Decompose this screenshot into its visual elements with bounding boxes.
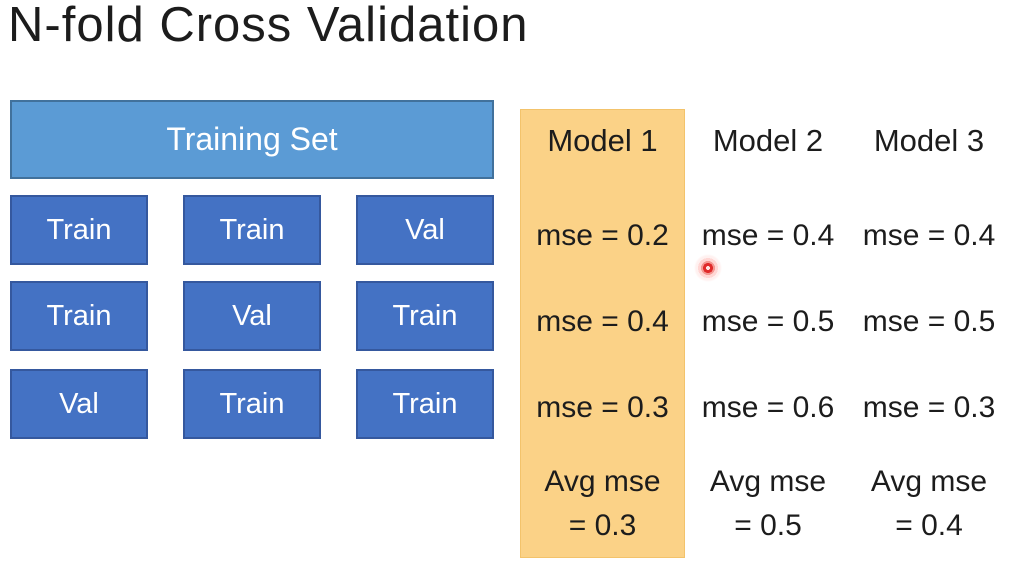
model-1-mse-fold2: mse = 0.4 [536, 305, 669, 338]
fold-cell-r3c3: Train [356, 369, 494, 439]
model-2-avg-label: Avg mse [709, 465, 827, 498]
model-3-mse-fold2: mse = 0.5 [862, 305, 996, 338]
model-2-mse-fold1: mse = 0.4 [701, 219, 835, 252]
model-2-avg-value: = 0.5 [734, 509, 802, 542]
model-1-mse-fold1: mse = 0.2 [536, 219, 669, 252]
fold-cell-r1c1: Train [10, 195, 148, 265]
training-set-label: Training Set [166, 121, 338, 157]
model-1-mse-fold3: mse = 0.3 [536, 391, 669, 424]
model-3-mse-fold1: mse = 0.4 [862, 219, 996, 252]
model-3-avg-label: Avg mse [870, 465, 988, 498]
model-2-mse-fold3: mse = 0.6 [701, 391, 835, 424]
model-3-mse-fold3: mse = 0.3 [862, 391, 996, 424]
model-3-avg-value: = 0.4 [895, 509, 963, 542]
fold-cell-r3c2: Train [183, 369, 321, 439]
model-1-header: Model 1 [547, 123, 658, 158]
fold-cell-r3c1: Val [10, 369, 148, 439]
fold-cell-r2c3: Train [356, 281, 494, 351]
slide-title: N-fold Cross Validation [8, 0, 529, 52]
model-2-column: Model 2 mse = 0.4 mse = 0.5 mse = 0.6 Av… [688, 0, 848, 578]
model-1-highlight-box [520, 109, 685, 558]
laser-pointer-dot [694, 254, 722, 282]
model-1-avg-value: = 0.3 [568, 509, 637, 542]
model-1-avg-label: Avg mse [544, 465, 661, 498]
fold-cell-r2c2: Val [183, 281, 321, 351]
model-3-column: Model 3 mse = 0.4 mse = 0.5 mse = 0.3 Av… [848, 0, 1010, 578]
fold-cell-r1c2: Train [183, 195, 321, 265]
model-1-column: Model 1 mse = 0.2 mse = 0.4 mse = 0.3 Av… [520, 0, 685, 578]
fold-cell-r1c3: Val [356, 195, 494, 265]
model-2-header: Model 2 [712, 123, 824, 158]
fold-cell-r2c1: Train [10, 281, 148, 351]
training-set-header: Training Set [10, 100, 494, 179]
model-2-mse-fold2: mse = 0.5 [701, 305, 835, 338]
model-3-header: Model 3 [873, 123, 985, 158]
